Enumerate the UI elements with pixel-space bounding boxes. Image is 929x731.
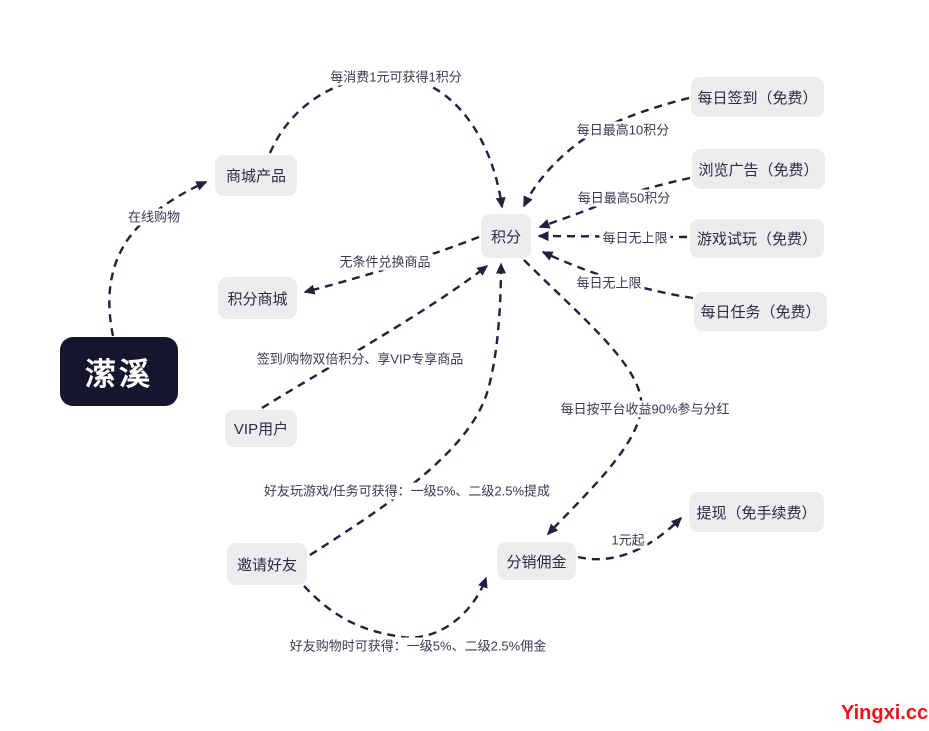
edge-label-no-limit-game: 每日无上限 <box>599 229 671 247</box>
edge-vip-user-to-points <box>261 265 489 410</box>
edge-label-dividend: 每日按平台收益90%参与分红 <box>557 400 733 418</box>
edge-invite-friends-to-points <box>309 262 506 557</box>
edge-label-per-yuan: 每消费1元可获得1积分 <box>327 68 465 86</box>
node-daily-task: 每日任务（免费） <box>694 292 827 331</box>
edge-label-free-exchange: 无条件兑换商品 <box>336 253 434 271</box>
edge-commission-to-withdraw <box>577 516 683 561</box>
node-vip-user: VIP用户 <box>225 410 297 447</box>
edge-points-to-commission <box>523 259 643 536</box>
node-root: 潆溪 <box>60 337 178 406</box>
node-game-trial: 游戏试玩（免费） <box>690 219 824 258</box>
node-points-mall: 积分商城 <box>218 277 297 319</box>
site-watermark: Yingxi.cc <box>841 702 929 724</box>
edge-root-to-mall-product <box>108 180 208 337</box>
node-mall-product: 商城产品 <box>215 155 297 196</box>
edge-label-online-shopping: 在线购物 <box>124 208 184 226</box>
edge-mall-product-to-points <box>268 75 506 209</box>
edge-label-vip-benefit: 签到/购物双倍积分、享VIP专享商品 <box>253 350 467 368</box>
edge-label-friend-game: 好友玩游戏/任务可获得：一级5%、二级2.5%提成 <box>260 482 554 500</box>
edge-points-to-points-mall <box>303 235 480 295</box>
node-invite-friends: 邀请好友 <box>227 543 307 585</box>
node-commission: 分销佣金 <box>497 542 576 580</box>
edge-label-max10: 每日最高10积分 <box>573 121 673 139</box>
edge-label-min-withdraw: 1元起 <box>608 531 648 549</box>
edge-label-friend-shop: 好友购物时可获得：一级5%、二级2.5%佣金 <box>286 637 550 655</box>
node-withdraw: 提现（免手续费） <box>689 492 824 532</box>
node-browse-ads: 浏览广告（免费） <box>692 149 825 189</box>
node-points: 积分 <box>481 214 531 258</box>
edge-daily-task-to-points <box>541 250 694 300</box>
edge-invite-friends-to-commission <box>303 576 488 639</box>
node-daily-signin: 每日签到（免费） <box>691 77 824 117</box>
edge-label-max50: 每日最高50积分 <box>574 189 674 207</box>
edge-daily-signin-to-points <box>522 96 690 208</box>
edge-label-no-limit-task: 每日无上限 <box>573 274 645 292</box>
